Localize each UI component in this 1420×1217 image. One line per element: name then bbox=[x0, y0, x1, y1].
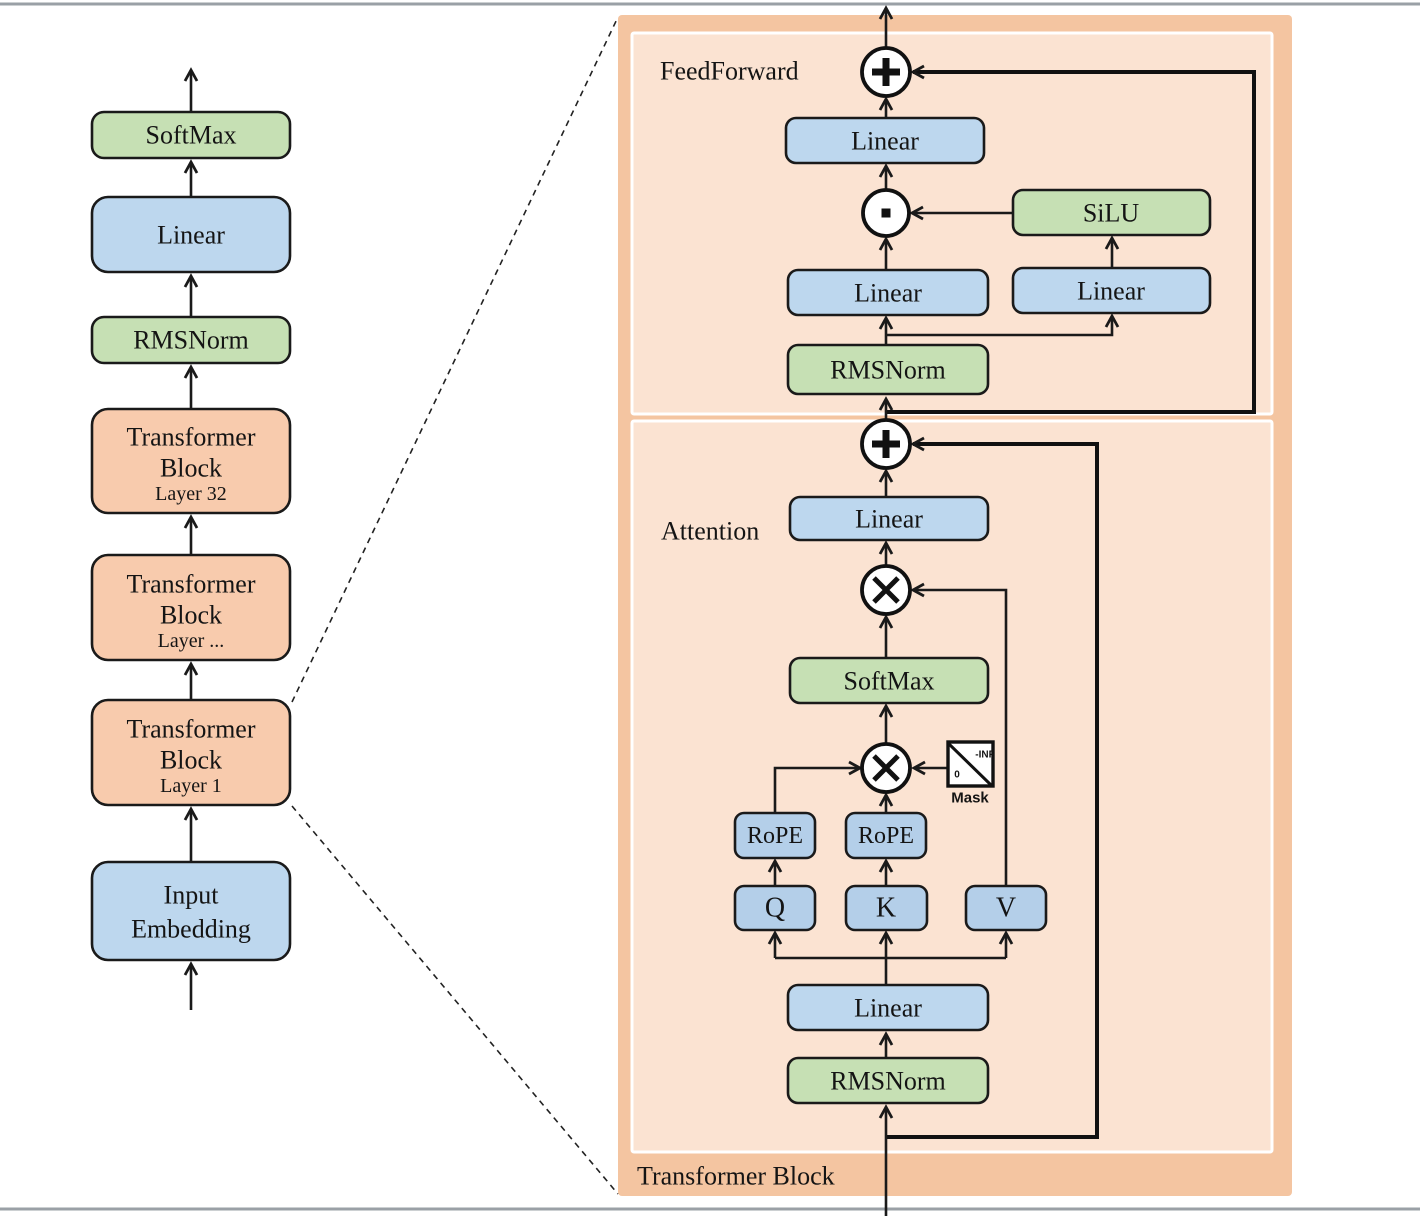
matmul1-icon bbox=[860, 742, 912, 794]
transformer-block-panel-label: Transformer Block bbox=[637, 1162, 835, 1191]
ff-up-linear-label: Linear bbox=[1077, 277, 1145, 306]
output-linear-label: Linear bbox=[157, 221, 225, 250]
attn-rmsnorm-label: RMSNorm bbox=[830, 1067, 946, 1096]
query-label: Q bbox=[765, 893, 785, 924]
silu-label: SiLU bbox=[1083, 199, 1140, 228]
ff-rmsnorm-label: RMSNorm bbox=[830, 356, 946, 385]
mask-zero-label: 0 bbox=[954, 770, 960, 781]
input-embedding-line1: Input bbox=[164, 881, 220, 910]
ff-add-icon bbox=[860, 46, 912, 98]
block32-line2: Block bbox=[160, 454, 222, 483]
blockmid-line2: Block bbox=[160, 601, 222, 630]
output-softmax-label: SoftMax bbox=[146, 121, 237, 150]
ff-rmsnorm-box bbox=[786, 343, 990, 396]
ff-gate-linear-label: Linear bbox=[854, 279, 922, 308]
block1-line1: Transformer bbox=[126, 715, 255, 744]
causal-mask-glyph: -INF 0 Mask bbox=[946, 740, 995, 807]
qkv-linear-label: Linear bbox=[854, 994, 922, 1023]
final-rmsnorm-label: RMSNorm bbox=[133, 326, 249, 355]
blockmid-line3: Layer ... bbox=[158, 630, 225, 652]
key-box bbox=[844, 884, 929, 932]
attention-residual-line bbox=[886, 436, 1099, 1139]
attn-output-linear-box bbox=[788, 495, 990, 542]
attn-softmax-box bbox=[788, 656, 990, 705]
rope-q-box bbox=[733, 811, 817, 860]
value-to-matmul2-line bbox=[910, 582, 1008, 886]
transformer-block-mid: Transformer Block Layer ... bbox=[90, 553, 292, 662]
ff-output-linear-label: Linear bbox=[851, 127, 919, 156]
ff-output-linear-box bbox=[784, 116, 986, 165]
mask-diagonal-line bbox=[947, 742, 993, 787]
rope-q-to-matmul1-line bbox=[773, 760, 863, 813]
block32-line3: Layer 32 bbox=[155, 483, 227, 505]
query-box bbox=[733, 884, 817, 932]
zoom-callout-line-top bbox=[291, 16, 619, 703]
value-label: V bbox=[996, 893, 1016, 924]
silu-box bbox=[1011, 188, 1212, 237]
transformer-block-1: Transformer Block Layer 1 bbox=[90, 698, 292, 807]
feedforward-section-label: FeedForward bbox=[660, 57, 799, 86]
ff-elementwise-mul-icon bbox=[861, 188, 911, 238]
transformer-block-32: Transformer Block Layer 32 bbox=[90, 407, 292, 515]
rope-k-label: RoPE bbox=[858, 823, 914, 849]
zoom-callout-line-bottom bbox=[291, 805, 619, 1195]
mask-label: Mask bbox=[951, 790, 989, 807]
block1-line2: Block bbox=[160, 746, 222, 775]
input-embedding-box: Input Embedding bbox=[90, 860, 292, 962]
feedforward-residual-line bbox=[886, 64, 1256, 414]
attention-section-label: Attention bbox=[661, 517, 759, 546]
block32-line1: Transformer bbox=[126, 423, 255, 452]
blockmid-line1: Transformer bbox=[126, 570, 255, 599]
attn-softmax-label: SoftMax bbox=[844, 667, 935, 696]
ff-up-linear-box bbox=[1011, 266, 1212, 315]
key-label: K bbox=[876, 893, 896, 924]
final-rmsnorm-box bbox=[90, 315, 292, 365]
output-softmax-box bbox=[90, 110, 292, 160]
value-box bbox=[964, 884, 1048, 932]
ff-gate-linear-box bbox=[786, 268, 990, 317]
rope-q-label: RoPE bbox=[747, 823, 803, 849]
qkv-linear-box bbox=[786, 983, 990, 1032]
attn-output-linear-label: Linear bbox=[855, 505, 923, 534]
output-linear-box bbox=[90, 195, 292, 274]
mask-neg-inf-label: -INF bbox=[975, 750, 994, 761]
attn-rmsnorm-box bbox=[786, 1056, 990, 1105]
block1-line3: Layer 1 bbox=[160, 775, 222, 797]
attn-add-icon bbox=[860, 418, 912, 470]
ff-branch-to-up-linear-arrow bbox=[886, 313, 1120, 337]
rope-k-box bbox=[844, 811, 928, 860]
input-embedding-line2: Embedding bbox=[131, 915, 251, 944]
matmul2-icon bbox=[860, 564, 912, 616]
